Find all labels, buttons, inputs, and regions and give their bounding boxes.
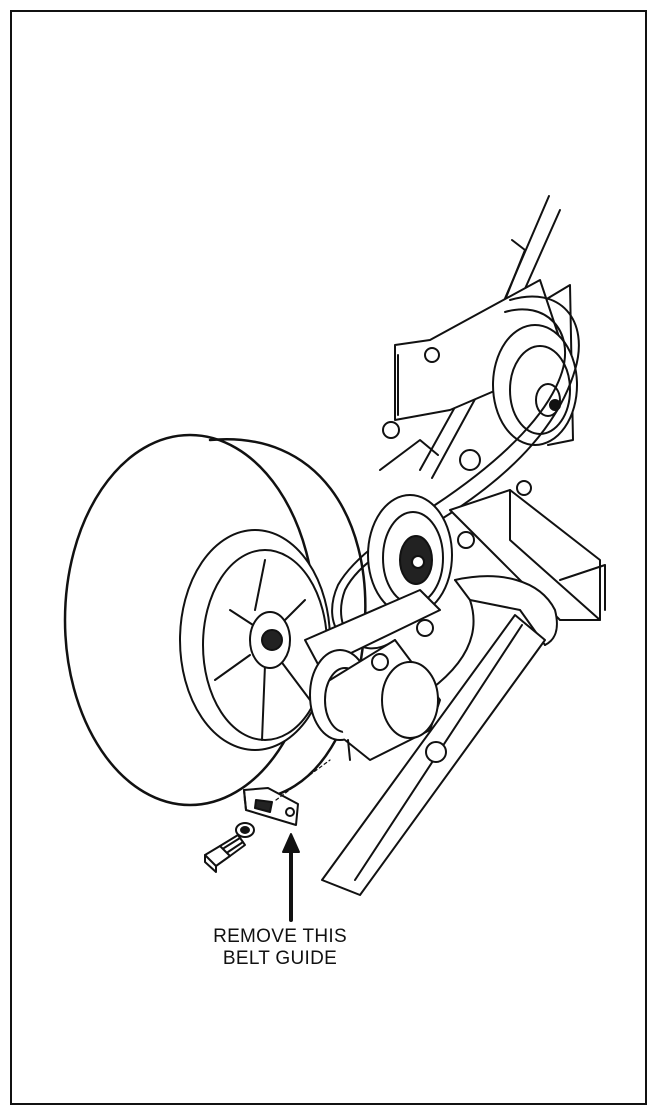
wheel bbox=[63, 433, 367, 807]
main-frame bbox=[449, 489, 606, 621]
callout-line-1: REMOVE THIS bbox=[213, 926, 347, 947]
upper-bracket bbox=[382, 279, 561, 439]
lower-pulley-assembly bbox=[304, 589, 447, 763]
idler-pulley bbox=[367, 449, 532, 616]
callout-arrow bbox=[282, 833, 300, 922]
bolt-and-washer bbox=[204, 822, 255, 873]
callout-label: REMOVE THIS BELT GUIDE bbox=[150, 926, 410, 970]
callout-line-2: BELT GUIDE bbox=[222, 948, 338, 969]
belt-guide-part bbox=[243, 759, 331, 826]
